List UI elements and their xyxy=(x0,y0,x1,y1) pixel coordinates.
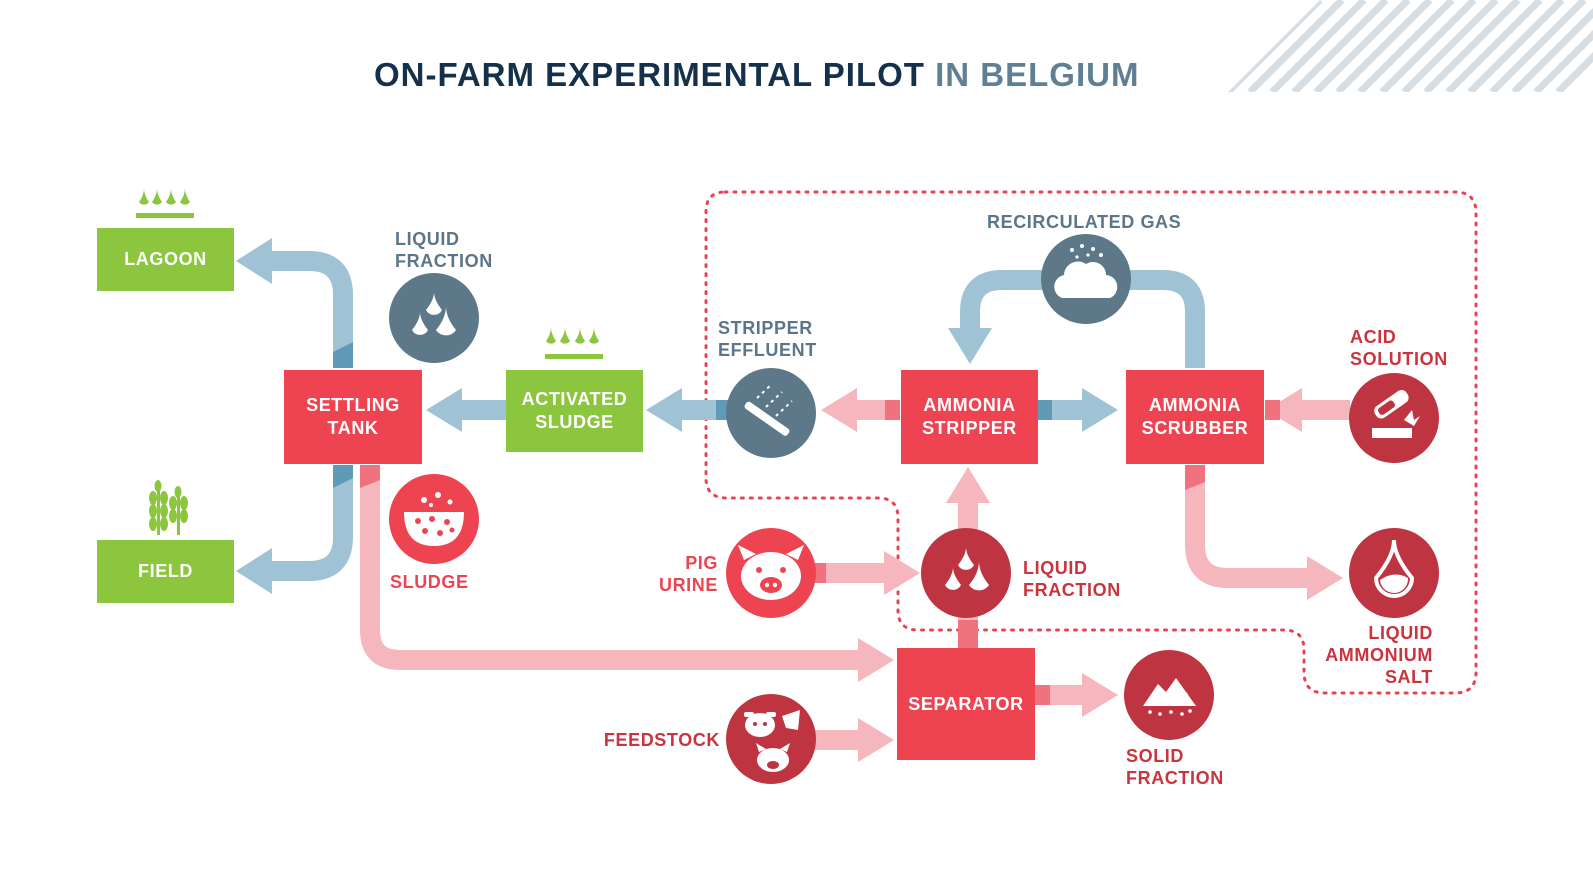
settling-tank-box: SETTLING TANK xyxy=(284,370,422,464)
solid-pile-icon xyxy=(1124,650,1214,740)
blue-flow-joins xyxy=(333,342,1052,488)
solid-fraction-label: SOLID FRACTION xyxy=(1126,746,1224,788)
pig-urine-label: PIG URINE xyxy=(658,553,718,595)
sludge-bowl-icon xyxy=(389,474,479,564)
livestock-icon xyxy=(726,694,816,784)
page-title: ON-FARM EXPERIMENTAL PILOT IN BELGIUM xyxy=(374,56,1139,94)
acid-solution-label: ACID SOLUTION xyxy=(1350,327,1448,369)
stripper-effluent-icon xyxy=(726,368,816,458)
gas-cloud-icon xyxy=(1041,234,1131,324)
pig-icon xyxy=(726,528,816,618)
recirculation-loop-border xyxy=(704,190,1478,695)
stripper-effluent-label: STRIPPER EFFLUENT xyxy=(718,318,817,360)
pink-flow-joins xyxy=(360,400,1280,705)
pink-arrowheads xyxy=(821,388,1343,762)
liquid-ammonium-salt-label: LIQUID AMMONIUM SALT xyxy=(1325,623,1433,687)
ammonia-scrubber-box: AMMONIA SCRUBBER xyxy=(1126,370,1264,464)
sludge-label: SLUDGE xyxy=(390,572,469,592)
header-stripes xyxy=(1228,0,1593,92)
field-box: FIELD xyxy=(97,540,234,603)
lagoon-box: LAGOON xyxy=(97,228,234,291)
liquid-drops-icon xyxy=(389,273,479,363)
acid-flask-icon xyxy=(1349,373,1439,463)
liquid-fraction-label: LIQUID FRACTION xyxy=(395,229,493,271)
liquid-fraction-label: LIQUID FRACTION xyxy=(1023,558,1121,600)
wheat-icon xyxy=(149,480,188,535)
liquid-drops-icon xyxy=(921,528,1011,618)
ammonia-stripper-box: AMMONIA STRIPPER xyxy=(901,370,1038,464)
ammonium-drop-icon xyxy=(1349,528,1439,618)
blue-arrowheads xyxy=(236,238,1118,594)
activated-sludge-box: ACTIVATED SLUDGE xyxy=(506,370,643,452)
title-accent: IN BELGIUM xyxy=(935,56,1140,93)
feedstock-label: FEEDSTOCK xyxy=(603,730,720,750)
separator-box: SEPARATOR xyxy=(897,648,1035,760)
blue-flows xyxy=(268,251,1205,581)
lagoon-drops-icon xyxy=(136,188,194,218)
recirculated-gas-label: RECIRCULATED GAS xyxy=(987,212,1182,232)
activated-drops-icon xyxy=(545,327,603,359)
title-main: ON-FARM EXPERIMENTAL PILOT xyxy=(374,56,925,93)
